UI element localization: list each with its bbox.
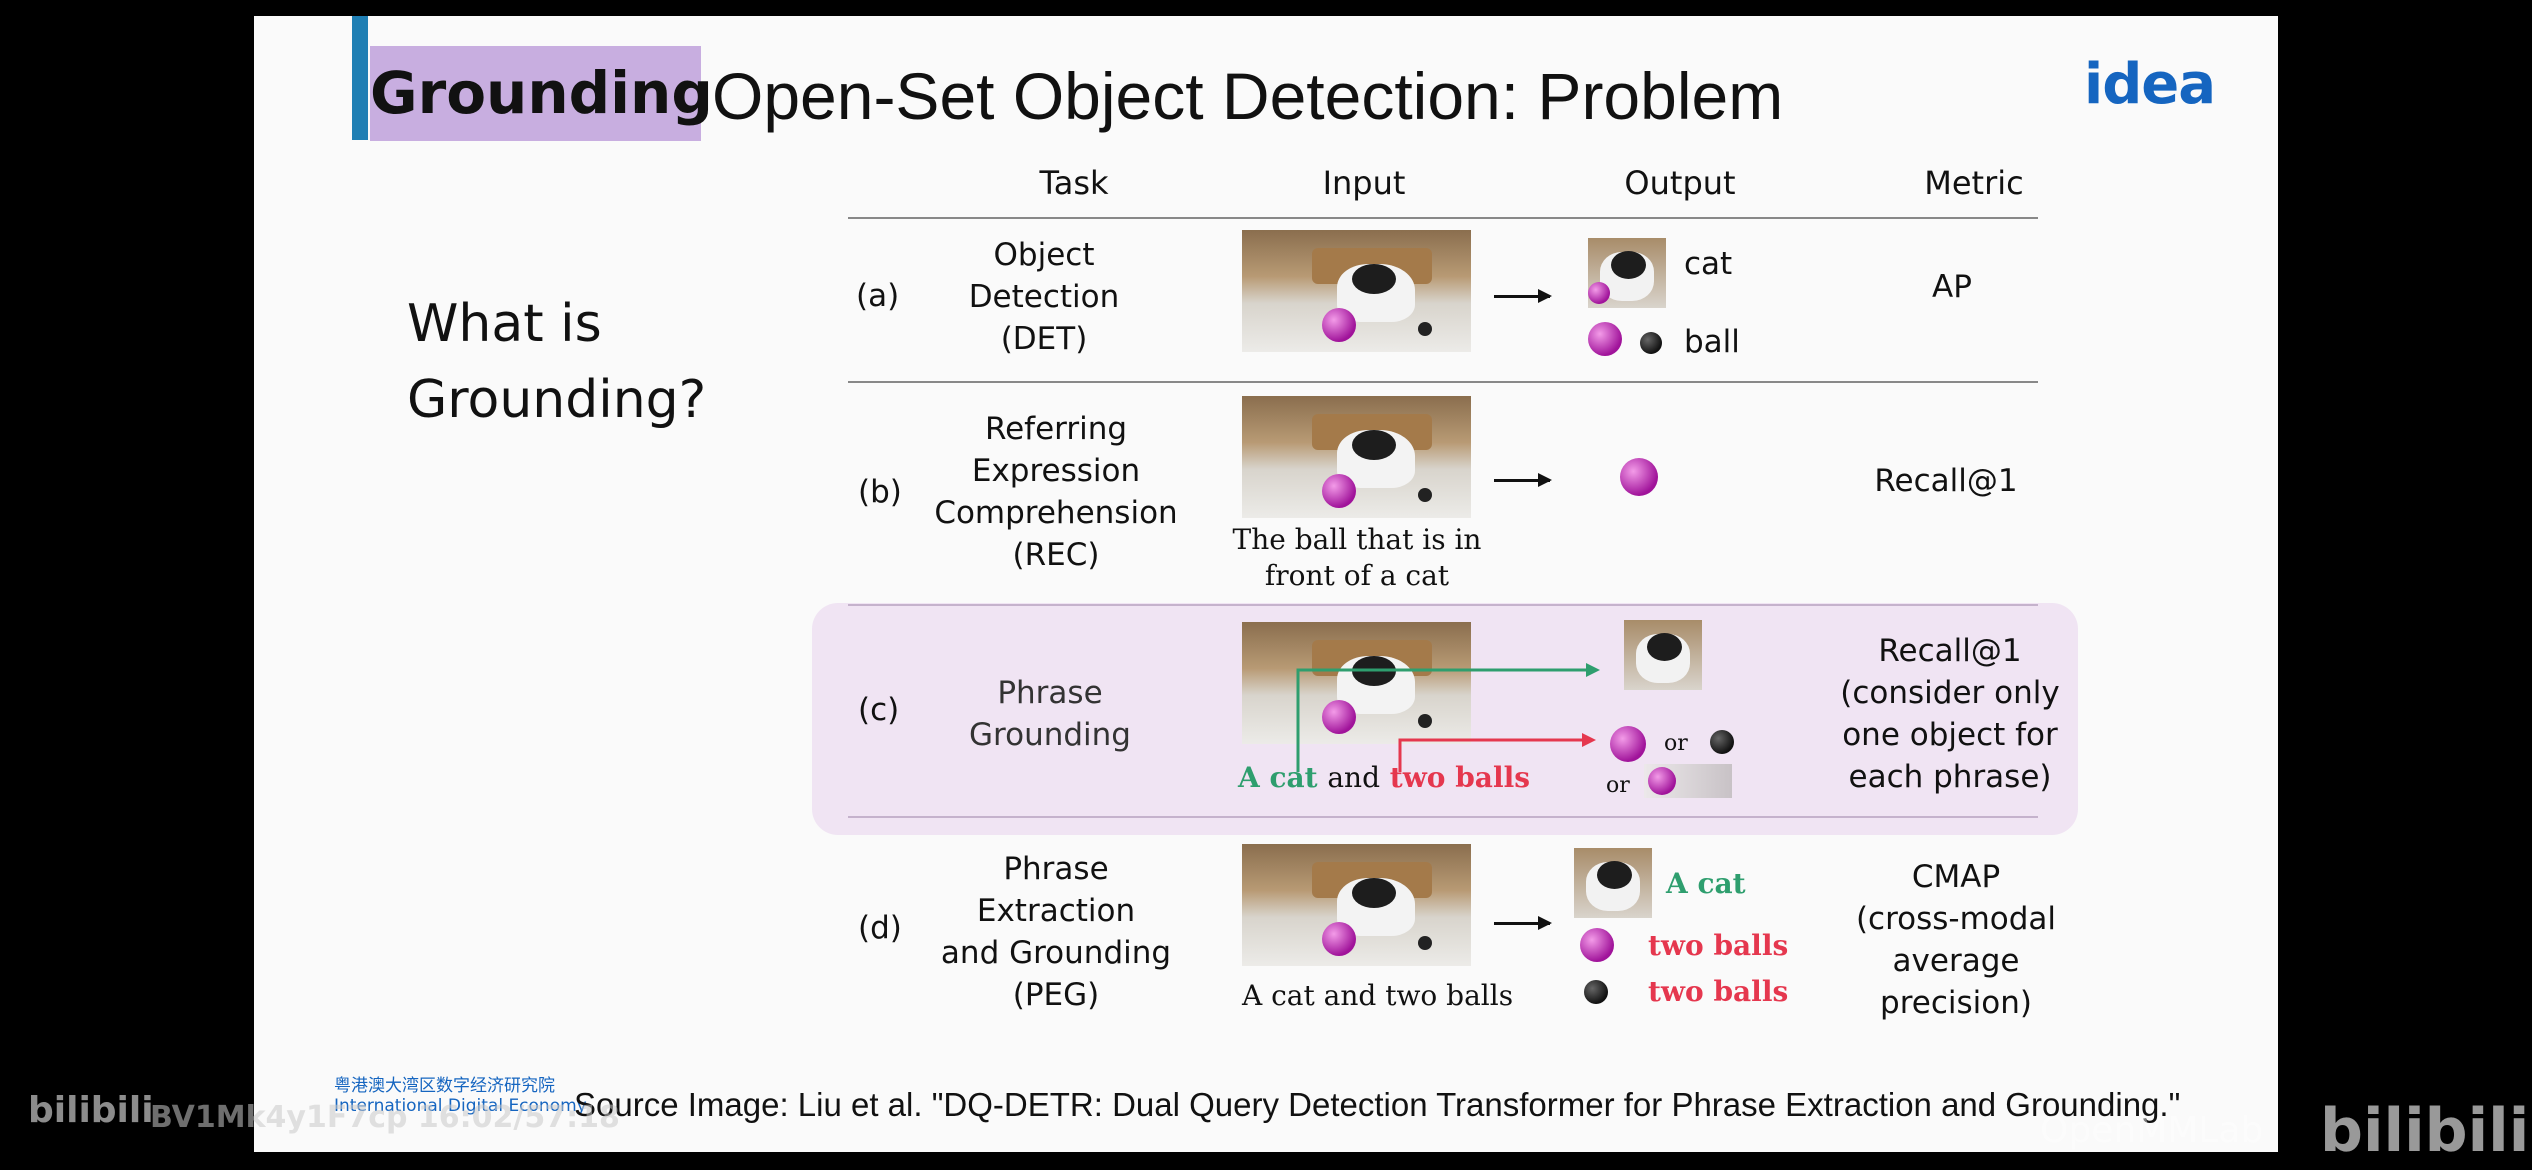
idea-logo: idea [2084,52,2216,117]
accent-bar [352,16,368,140]
row-b-input-caption: The ball that is in front of a cat [1214,522,1500,594]
row-d-task: Phrase Extraction and Grounding (PEG) [926,848,1186,1016]
bilibili-logo-left: bilibili [28,1090,154,1131]
header-output: Output [1624,164,1736,202]
row-d-out-cat: A cat [1666,867,1746,900]
row-c-input-phrase: A cat and two balls [1238,760,1530,796]
row-c-metric-line: Recall@1 [1878,633,2022,669]
row-b-task-line: Expression [971,453,1141,489]
bilibili-logo-right: bilibili [2320,1096,2530,1166]
row-a-task-line: Detection [968,279,1120,315]
row-c-metric-line: each phrase) [1848,759,2052,795]
row-c-connector-lines [1296,663,1600,772]
row-c-both-balls-crop [1644,764,1732,798]
row-c-input-image [1242,622,1471,744]
row-b-metric: Recall@1 [1806,460,2086,502]
row-a-metric-line: AP [1932,269,1972,305]
row-d-label: (d) [858,910,902,946]
section-tag: Grounding [370,46,713,141]
divider-bc [848,604,2038,606]
row-c-task-line: Grounding [969,717,1131,753]
row-a-out-ball: ball [1684,324,1740,360]
row-a-cat-crop [1588,238,1666,308]
row-a-input-image [1242,230,1471,352]
row-c-black-ball [1710,730,1734,754]
row-d-metric-line: CMAP [1911,859,2001,895]
header-task: Task [1039,164,1109,202]
divider-top [848,217,2038,219]
row-d-task-line: Extraction [976,893,1136,929]
header-input: Input [1322,164,1406,202]
openmmlab-watermark: OpenMMLab [2040,1110,2264,1151]
phrase-and: and [1327,761,1381,794]
institute-name-zh: 粤港澳大湾区数字经济研究院 [334,1076,555,1096]
row-a-metric: AP [1812,266,2092,308]
row-d-input-caption: A cat and two balls [1242,979,1514,1012]
video-id-timestamp: BV1Mk4y1F7cp 16:02/57:18 [150,1100,620,1135]
row-b-task-line: Referring [984,411,1128,447]
row-b-caption-line: The ball that is in [1232,523,1482,556]
row-a-task-line: Object [993,237,1095,273]
row-c-task: Phrase Grounding [920,672,1180,756]
row-a-purple-ball [1588,322,1622,356]
row-d-black-ball [1584,980,1608,1004]
question-line-2: Grounding? [407,370,707,430]
row-d-purple-ball [1580,928,1614,962]
row-a-black-ball [1640,332,1662,354]
row-c-cat-crop [1624,620,1702,690]
institute-name-en: International Digital Economy [334,1096,587,1116]
row-d-arrow [1494,916,1552,930]
row-d-task-line: Phrase [1003,851,1109,887]
row-c-or-1: or [1664,731,1688,756]
row-d-input-image [1242,844,1471,966]
row-d-task-line: and Grounding [940,935,1172,971]
row-c-metric-line: one object for [1842,717,2058,753]
header-metric: Metric [1924,164,2024,202]
row-c-task-line: Phrase [997,675,1103,711]
row-a-task-line: (DET) [1000,321,1088,357]
row-a-label: (a) [856,278,900,314]
row-c-purple-ball [1610,726,1646,762]
divider-ab [848,381,2038,383]
row-d-cat-crop [1574,848,1652,918]
row-b-task-line: (REC) [1012,537,1100,573]
row-d-metric-line: average precision) [1880,943,2032,1021]
question-line-1: What is [407,294,602,354]
divider-cd [848,816,2038,818]
row-a-arrow [1494,289,1552,303]
row-a-ball-on-cat [1588,282,1610,304]
row-c-label: (c) [858,692,900,728]
row-a-out-cat: cat [1684,246,1733,282]
row-b-output-ball [1620,458,1658,496]
row-a-task: Object Detection (DET) [914,234,1174,360]
institute-logo: 粤港澳大湾区数字经济研究院 International Digital Econ… [334,1076,587,1116]
source-citation: Source Image: Liu et al. "DQ-DETR: Dual … [574,1086,2181,1123]
row-b-label: (b) [858,474,902,510]
phrase-two-balls: two balls [1389,761,1530,794]
row-b-task: Referring Expression Comprehension (REC) [926,408,1186,576]
row-c-metric: Recall@1 (consider only one object for e… [1810,630,2090,798]
slide: Grounding Open-Set Object Detection: Pro… [254,16,2278,1152]
row-d-metric-line: (cross-modal [1855,901,2057,937]
row-d-task-line: (PEG) [1012,977,1100,1013]
row-b-metric-line: Recall@1 [1874,463,2018,499]
row-d-metric: CMAP (cross-modal average precision) [1816,856,2096,1024]
row-b-task-line: Comprehension [934,495,1178,531]
row-c-or-2: or [1606,773,1630,798]
row-b-input-image [1242,396,1471,518]
phrase-a-cat: A cat [1238,761,1318,794]
slide-title: Open-Set Object Detection: Problem [712,59,1784,133]
row-d-out-balls-2: two balls [1648,975,1789,1008]
row-d-out-balls-1: two balls [1648,929,1789,962]
question-text: What is Grounding? [407,286,706,438]
row-c-metric-line: (consider only [1840,675,2060,711]
row-b-caption-line: front of a cat [1264,559,1450,592]
row-b-arrow [1494,473,1552,487]
